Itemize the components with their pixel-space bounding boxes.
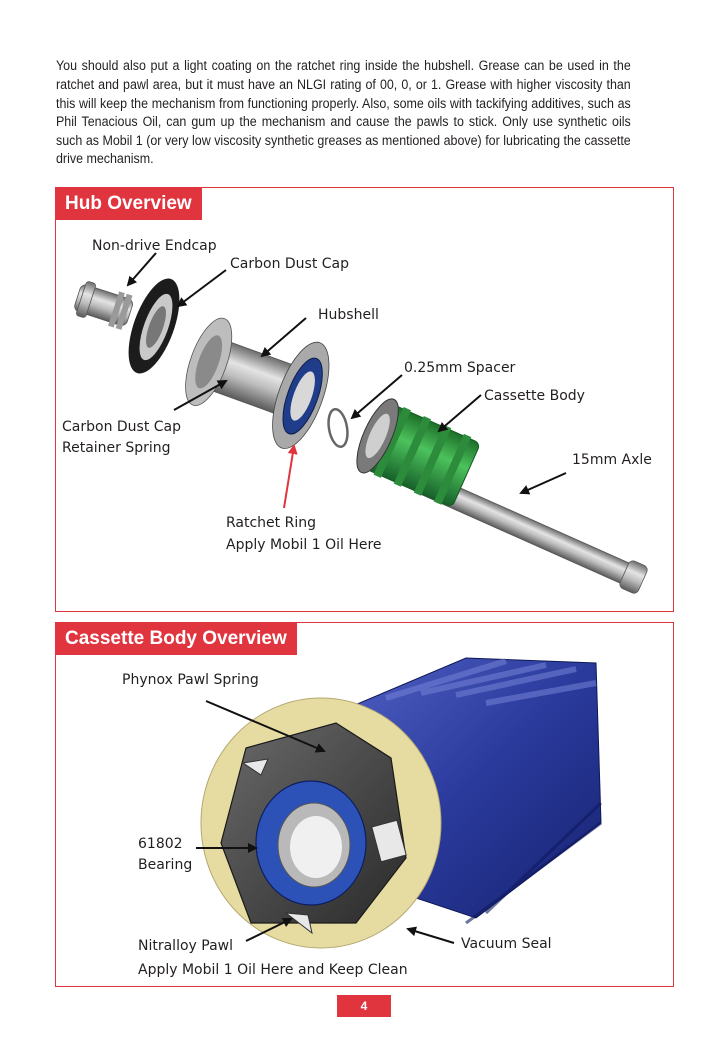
label-ratchet-line2: Apply Mobil 1 Oil Here [226, 537, 382, 553]
label-bearing-line1: 61802 [138, 836, 183, 852]
hub-overview-title: Hub Overview [56, 188, 202, 220]
label-vacuum-seal: Vacuum Seal [461, 936, 552, 952]
cassette-body-diagram [196, 657, 603, 949]
label-cassette-body: Cassette Body [484, 388, 585, 404]
pawl-top [241, 758, 269, 776]
arrow-hubshell [260, 317, 307, 358]
axle-part [418, 474, 648, 594]
label-retainer-line1: Carbon Dust Cap [62, 419, 182, 435]
cassette-overview-title: Cassette Body Overview [56, 623, 297, 655]
label-carbon-dust-cap: Carbon Dust Cap [230, 256, 350, 272]
spacer-part [327, 407, 349, 449]
label-ratchet-line1: Ratchet Ring [226, 515, 316, 531]
arrow-non-drive-endcap [126, 252, 157, 287]
arrow-spacer [350, 374, 403, 420]
pawl-side [371, 819, 407, 863]
cassette-overview-panel: Cassette Body Overview [55, 622, 674, 987]
arrow-pawl-spring [205, 700, 326, 753]
arrow-ratchet-ring [283, 444, 298, 509]
intro-paragraph: You should also put a light coating on t… [56, 58, 631, 167]
pawl-bottom [284, 912, 313, 935]
arrow-axle [519, 472, 567, 495]
arrow-vacuum-seal [406, 926, 455, 944]
label-retainer-line2: Retainer Spring [62, 440, 171, 456]
label-spacer: 0.25mm Spacer [404, 360, 516, 376]
hub-overview-panel: Hub Overview [55, 187, 674, 612]
hub-exploded-diagram [74, 252, 648, 594]
label-pawl-line2: Apply Mobil 1 Oil Here and Keep Clean [138, 962, 408, 978]
hubshell-part [185, 317, 330, 449]
cassette-body-part [356, 398, 480, 506]
label-pawl-spring: Phynox Pawl Spring [122, 672, 259, 688]
arrow-cassette-body [437, 394, 482, 433]
label-axle: 15mm Axle [572, 452, 652, 468]
page-number: 4 [337, 995, 391, 1017]
arrow-retainer-spring [173, 380, 228, 411]
dust-cap-part [128, 278, 180, 374]
label-pawl-line1: Nitralloy Pawl [138, 938, 233, 954]
arrow-carbon-dust-cap [176, 269, 227, 308]
arrow-pawl [245, 918, 293, 942]
label-hubshell: Hubshell [318, 307, 379, 323]
endcap-part [74, 281, 133, 330]
label-bearing-line2: Bearing [138, 857, 193, 873]
label-non-drive-endcap: Non-drive Endcap [92, 238, 217, 254]
